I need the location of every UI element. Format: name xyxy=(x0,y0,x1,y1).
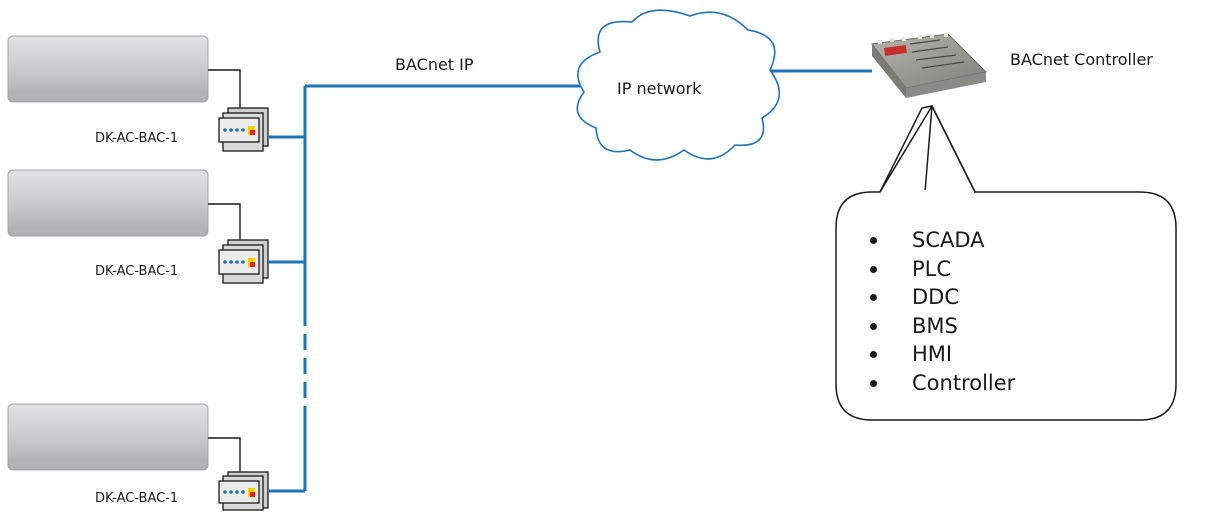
list-item-text: BMS xyxy=(912,313,958,338)
list-item-text: PLC xyxy=(912,256,952,281)
callout-pointer xyxy=(879,105,976,193)
ip-network-cloud xyxy=(576,9,781,161)
ac-unit-3 xyxy=(7,403,209,471)
list-item-text: HMI xyxy=(912,342,953,366)
callout-gap-mask xyxy=(882,190,974,195)
gateway-device-2 xyxy=(218,239,269,284)
bullet-icon xyxy=(870,351,877,358)
bullet-icon xyxy=(870,294,877,301)
ac-unit-2 xyxy=(7,169,209,237)
bacnet-controller-label: BACnet Controller xyxy=(1010,50,1153,69)
gateway-device-1 xyxy=(218,107,269,152)
list-item: DDC xyxy=(868,283,1015,312)
bacnet-ip-label: BACnet IP xyxy=(395,55,474,74)
bullet-icon xyxy=(870,379,877,387)
ac-gateway-cables xyxy=(208,69,241,474)
ac-unit-1 xyxy=(7,35,209,103)
list-item-text: DDC xyxy=(912,285,960,309)
list-item: HMI xyxy=(868,340,1015,369)
gateway-label-3: DK-AC-BAC-1 xyxy=(95,491,179,506)
bullet-icon xyxy=(870,265,877,273)
systems-callout xyxy=(835,105,1177,421)
list-item: BMS xyxy=(868,312,1015,341)
systems-list: SCADA PLC DDC BMS HMI Controller xyxy=(868,226,1015,397)
list-item-text: SCADA xyxy=(912,228,985,252)
gateway-label-2: DK-AC-BAC-1 xyxy=(95,264,179,279)
list-item-text: Controller xyxy=(912,370,1016,395)
list-item: Controller xyxy=(868,369,1015,398)
gateway-device-3 xyxy=(218,471,269,511)
list-item: SCADA xyxy=(868,226,1015,255)
bacnet-ip-bus xyxy=(268,69,872,493)
bacnet-controller-device xyxy=(871,33,988,98)
bullet-icon xyxy=(870,322,877,330)
bullet-icon xyxy=(870,237,877,244)
list-item: PLC xyxy=(868,255,1015,284)
ip-network-label: IP network xyxy=(617,79,702,98)
gateway-label-1: DK-AC-BAC-1 xyxy=(95,131,179,146)
